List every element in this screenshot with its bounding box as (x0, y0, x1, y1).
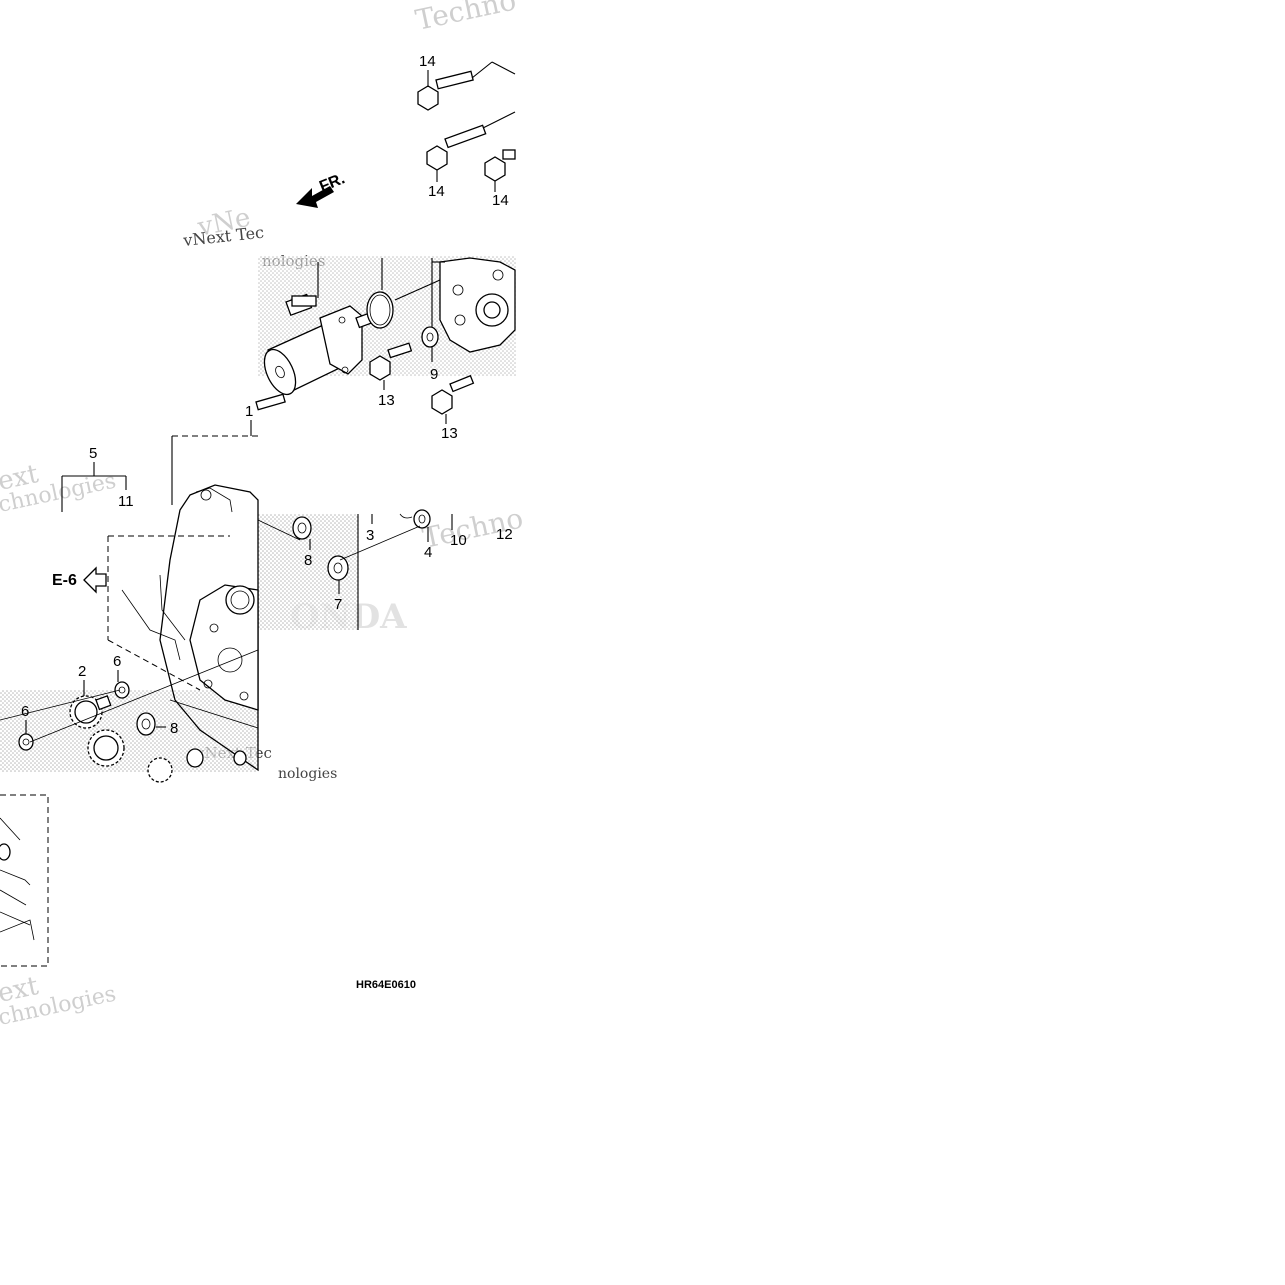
front-arrow: FR. (296, 170, 347, 208)
callout-14: 14 (419, 53, 436, 70)
callout-10: 10 (450, 532, 467, 549)
callout-8: 8 (170, 720, 178, 737)
callout-13: 13 (441, 425, 458, 442)
callout-labels: 14 14 14 13 13 9 1 5 11 3 4 10 12 8 7 2 … (21, 53, 513, 737)
motor-assembly (171, 256, 516, 505)
callout-7: 7 (334, 596, 342, 613)
reference-arrow: E-6 (52, 566, 107, 594)
callout-9: 9 (430, 366, 438, 383)
bolt-group-14 (417, 61, 516, 192)
callout-5: 5 (89, 445, 97, 462)
callout-12: 12 (496, 526, 513, 543)
callout-1: 1 (245, 403, 253, 420)
callout-13: 13 (378, 392, 395, 409)
reference-arrow-label: E-6 (52, 572, 77, 589)
callout-4: 4 (424, 544, 432, 561)
callout-14: 14 (428, 183, 445, 200)
callout-6: 6 (113, 653, 121, 670)
callout-11: 11 (118, 493, 134, 510)
watermark: nologies (278, 766, 337, 782)
callout-3: 3 (366, 527, 374, 544)
callout-2: 2 (78, 663, 86, 680)
callout-8: 8 (304, 552, 312, 569)
bracket-5 (61, 462, 127, 512)
diagram-code: HR64E0610 (356, 979, 416, 991)
front-arrow-label: FR. (317, 170, 347, 195)
lower-inset (0, 794, 49, 967)
callout-14: 14 (492, 192, 509, 209)
gear-section (0, 484, 453, 783)
watermark: Techno (413, 0, 519, 37)
callout-6: 6 (21, 703, 29, 720)
